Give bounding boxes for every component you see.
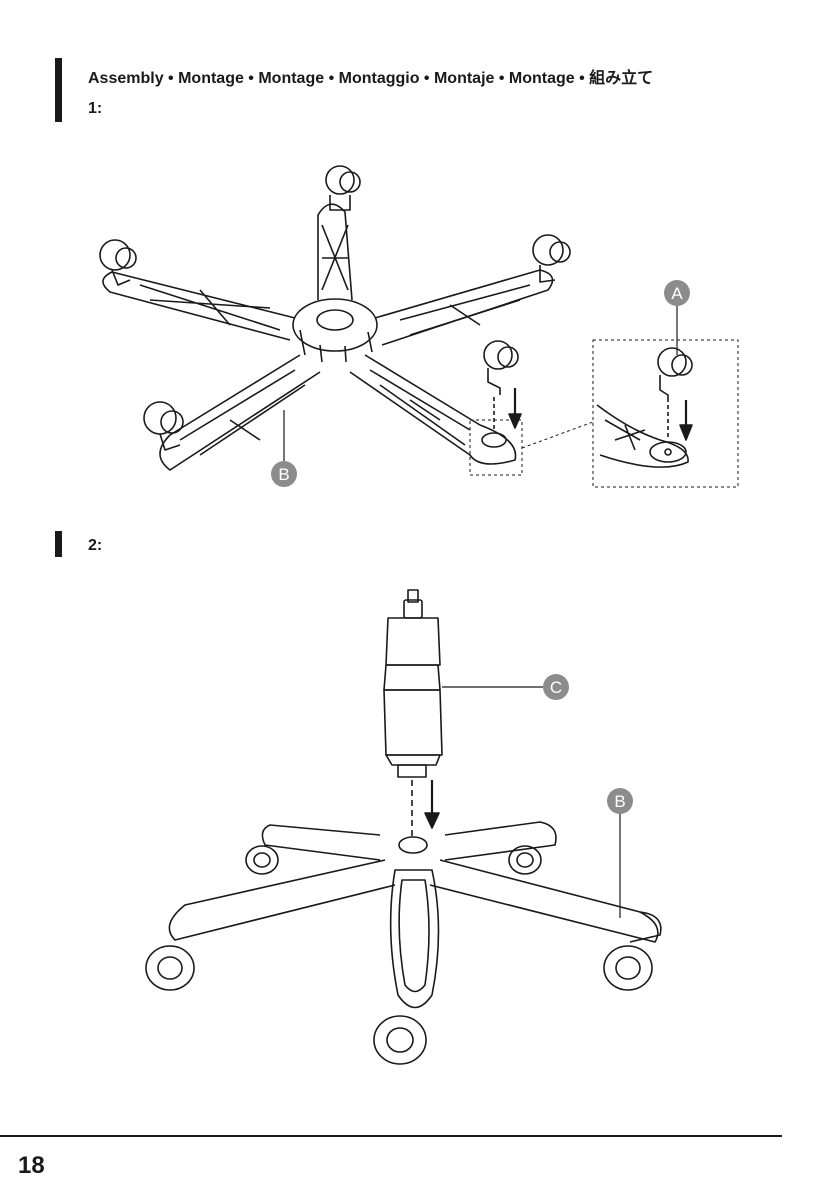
base-arm-right (375, 270, 553, 345)
figure-1-base-casters: A B (0, 140, 840, 640)
callout-b-label: B (278, 465, 289, 484)
callout-b: B (271, 461, 297, 487)
caster-right (533, 235, 570, 282)
callout-b-2-label: B (614, 792, 625, 811)
wheel-front-center (374, 1016, 426, 1064)
caster-left (100, 240, 136, 285)
assembly-title: Assembly • Montage • Montage • Montaggio… (88, 64, 653, 88)
section-bar-2 (55, 531, 62, 557)
callout-b-2: B (607, 788, 633, 814)
wheel-front-left (146, 946, 194, 990)
section-bar (55, 58, 62, 122)
caster-top (326, 166, 360, 210)
caster-lower-left (144, 402, 183, 450)
wheel-back-left (246, 846, 278, 874)
callout-a-label: A (671, 284, 683, 303)
wheel-back-right (509, 846, 541, 874)
step-1-label: 1: (88, 100, 102, 118)
step-2-label: 2: (88, 537, 102, 555)
caster-detached-1 (484, 341, 518, 395)
wheel-front-right (604, 946, 652, 990)
footer-rule (0, 1135, 782, 1137)
gas-cylinder (384, 590, 442, 777)
base-hub (293, 299, 377, 351)
base-arm-left (103, 272, 295, 340)
callout-a: A (664, 280, 690, 306)
chair-base (169, 822, 660, 1008)
detail-box (593, 340, 738, 487)
base-arm-lower-left (160, 355, 320, 470)
page-number: 18 (18, 1152, 45, 1180)
callout-c-label: C (550, 678, 562, 697)
base-arm-lower-right (350, 355, 516, 464)
figure-2-cylinder-base: C B (0, 580, 840, 1080)
caster-detail (658, 348, 692, 402)
callout-c: C (543, 674, 569, 700)
